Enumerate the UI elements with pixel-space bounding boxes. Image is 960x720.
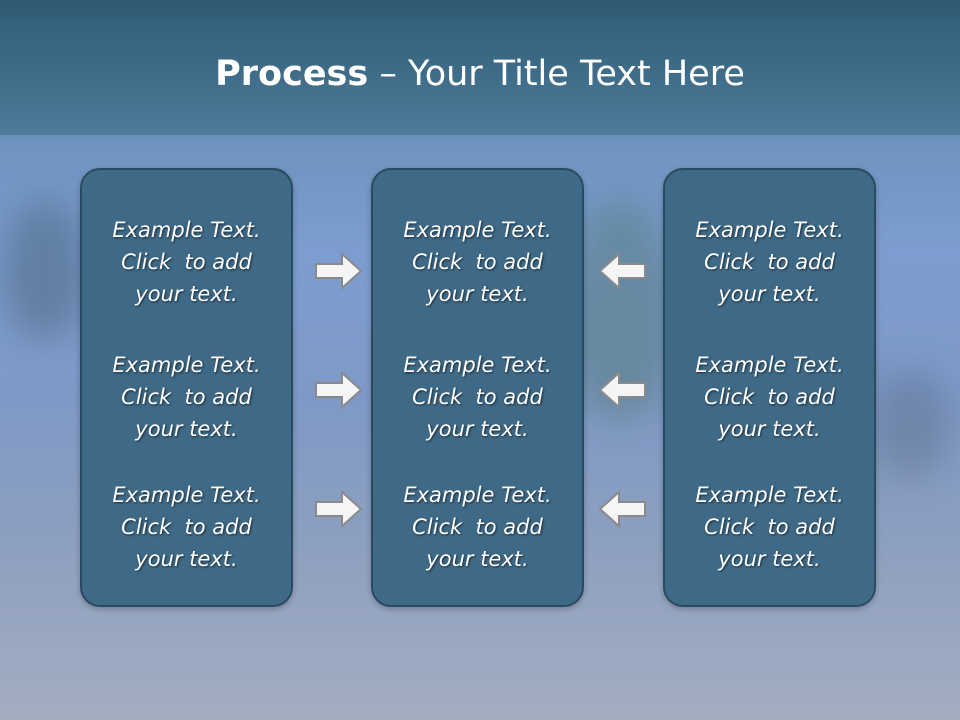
text-block[interactable]: Example Text. Click to add your text. xyxy=(665,214,874,310)
title-rest: – Your Title Text Here xyxy=(368,54,745,94)
text-line: Click to add xyxy=(704,385,835,409)
text-line: Click to add xyxy=(412,250,543,274)
text-block[interactable]: Example Text. Click to add your text. xyxy=(373,479,582,575)
text-line: Example Text. xyxy=(695,218,844,242)
arrow-left-icon xyxy=(598,251,646,291)
text-line: your text. xyxy=(718,547,821,571)
text-line: Click to add xyxy=(704,515,835,539)
arrow-right-icon xyxy=(315,370,363,410)
text-line: Click to add xyxy=(412,515,543,539)
text-line: Example Text. xyxy=(112,353,261,377)
background-photo-diver-right xyxy=(870,370,950,480)
text-line: Click to add xyxy=(121,250,252,274)
text-line: your text. xyxy=(426,547,529,571)
text-block[interactable]: Example Text. Click to add your text. xyxy=(82,349,291,445)
arrow-left-icon xyxy=(598,370,646,410)
text-line: Click to add xyxy=(412,385,543,409)
slide-title[interactable]: Process – Your Title Text Here xyxy=(0,54,960,94)
text-line: your text. xyxy=(426,282,529,306)
text-line: Example Text. xyxy=(112,218,261,242)
text-line: Click to add xyxy=(704,250,835,274)
text-line: your text. xyxy=(426,417,529,441)
text-line: Example Text. xyxy=(403,353,552,377)
text-block[interactable]: Example Text. Click to add your text. xyxy=(665,349,874,445)
text-line: your text. xyxy=(135,547,238,571)
process-panel-right[interactable]: Example Text. Click to add your text. Ex… xyxy=(663,168,876,607)
text-block[interactable]: Example Text. Click to add your text. xyxy=(373,214,582,310)
text-line: Example Text. xyxy=(403,483,552,507)
text-line: Click to add xyxy=(121,515,252,539)
process-panel-left[interactable]: Example Text. Click to add your text. Ex… xyxy=(80,168,293,607)
text-line: Example Text. xyxy=(695,353,844,377)
arrow-right-icon xyxy=(315,489,363,529)
text-line: your text. xyxy=(135,282,238,306)
title-bar xyxy=(0,0,960,135)
background-photo-diver-left xyxy=(0,200,90,340)
text-line: Example Text. xyxy=(403,218,552,242)
text-line: your text. xyxy=(718,417,821,441)
text-block[interactable]: Example Text. Click to add your text. xyxy=(373,349,582,445)
text-line: Example Text. xyxy=(695,483,844,507)
text-line: your text. xyxy=(135,417,238,441)
text-line: your text. xyxy=(718,282,821,306)
arrow-right-icon xyxy=(315,251,363,291)
text-block[interactable]: Example Text. Click to add your text. xyxy=(665,479,874,575)
title-bold: Process xyxy=(215,54,369,94)
text-line: Example Text. xyxy=(112,483,261,507)
text-block[interactable]: Example Text. Click to add your text. xyxy=(82,214,291,310)
process-panel-center[interactable]: Example Text. Click to add your text. Ex… xyxy=(371,168,584,607)
text-line: Click to add xyxy=(121,385,252,409)
arrow-left-icon xyxy=(598,489,646,529)
text-block[interactable]: Example Text. Click to add your text. xyxy=(82,479,291,575)
